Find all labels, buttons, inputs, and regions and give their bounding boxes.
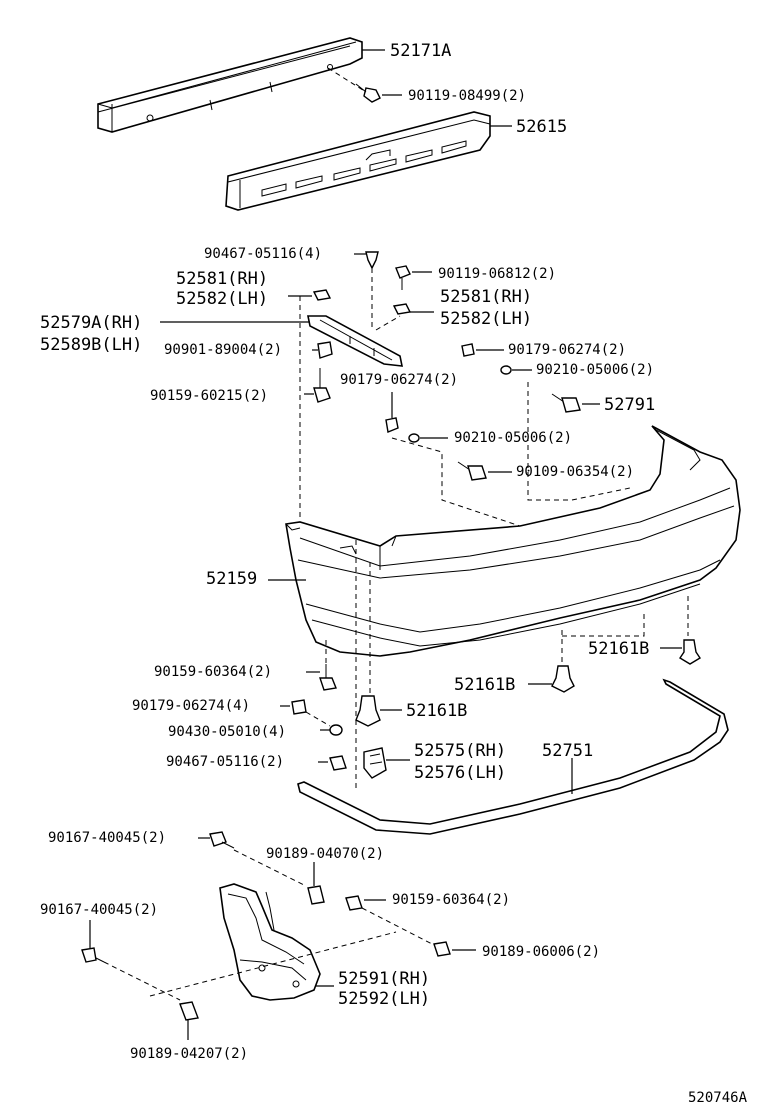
clip-90179-06274-b-icon[interactable] (385, 417, 399, 433)
label-90159-60364-b: 90159-60364(2) (392, 892, 510, 908)
label-90430-05010: 90430-05010(4) (168, 724, 286, 740)
guide-line-13 (233, 849, 307, 887)
label-52591-rh: 52591(RH) (338, 969, 430, 989)
part-52171A-reinforcement[interactable] (97, 37, 363, 133)
nut-90189-04207-icon[interactable] (179, 1001, 199, 1021)
label-90159-60364-a: 90159-60364(2) (154, 664, 272, 680)
label-52159: 52159 (206, 569, 257, 589)
label-52171A: 52171A (390, 41, 451, 61)
bolt-90159-60215-icon[interactable] (313, 368, 331, 403)
part-52615-energy-absorber[interactable] (225, 111, 491, 211)
label-52161B-b: 52161B (454, 675, 515, 695)
guide-line-11 (562, 610, 645, 637)
label-52575-rh: 52575(RH) (414, 741, 506, 761)
label-90901-89004: 90901-89004(2) (164, 342, 282, 358)
label-90179-06274-c: 90179-06274(4) (132, 698, 250, 714)
part-52591-mudguard[interactable] (219, 883, 321, 1001)
screw-90167-40045-a-icon[interactable] (209, 831, 235, 849)
label-52589B-lh: 52589B(LH) (40, 335, 142, 355)
guide-line-4 (391, 437, 521, 527)
clip-90467-05116-b-icon[interactable] (329, 755, 347, 771)
label-52751: 52751 (542, 741, 593, 761)
nut-52582-icon[interactable] (392, 303, 412, 315)
bolt-52791-icon[interactable] (551, 393, 581, 413)
screw-90167-40045-b-icon[interactable] (81, 947, 105, 963)
label-52581-rh-a: 52581(RH) (176, 269, 268, 289)
clip-90179-06274-c-icon[interactable] (291, 699, 307, 715)
bolt-90119-08499-icon[interactable] (327, 67, 381, 103)
clip-52161B-b-icon[interactable] (551, 665, 575, 693)
washer-90210-05006-b-icon[interactable] (408, 433, 420, 443)
label-52161B-a: 52161B (588, 639, 649, 659)
label-90210-05006-a: 90210-05006(2) (536, 362, 654, 378)
label-52582-lh-b: 52582(LH) (440, 309, 532, 329)
bolt-90119-06812-icon[interactable] (395, 265, 411, 290)
label-52579A-rh: 52579A(RH) (40, 313, 142, 333)
clip-52161B-c-icon[interactable] (355, 695, 381, 727)
bolt-90159-60364-b-icon[interactable] (345, 895, 363, 911)
label-52161B-c: 52161B (406, 701, 467, 721)
part-52575-bracket[interactable] (363, 747, 387, 779)
label-90467-05116-2: 90467-05116(2) (166, 754, 284, 770)
label-52581-rh-b: 52581(RH) (440, 287, 532, 307)
bolt-90159-60364-a-icon[interactable] (319, 664, 337, 691)
bolt-90109-06354-icon[interactable] (457, 461, 487, 481)
label-90210-05006-b: 90210-05006(2) (454, 430, 572, 446)
clip-52161B-a-icon[interactable] (679, 639, 701, 665)
nut-90189-06006-icon[interactable] (433, 941, 451, 957)
label-90189-06006: 90189-06006(2) (482, 944, 600, 960)
part-52579A-retainer[interactable] (307, 315, 403, 367)
clip-90467-05116-icon[interactable] (365, 251, 379, 270)
label-52592-lh: 52592(LH) (338, 989, 430, 1009)
clip-90179-06274-a-icon[interactable] (461, 343, 475, 357)
label-90109-06354: 90109-06354(2) (516, 464, 634, 480)
label-90167-40045-b: 90167-40045(2) (40, 902, 158, 918)
diagram-code: 520746A (688, 1090, 748, 1106)
label-52582-lh-a: 52582(LH) (176, 289, 268, 309)
guide-line-5 (527, 382, 631, 501)
label-90189-04070: 90189-04070(2) (266, 846, 384, 862)
nut-90189-04070-icon[interactable] (307, 885, 325, 905)
label-90159-60215: 90159-60215(2) (150, 388, 268, 404)
guide-line-2 (375, 315, 401, 331)
guide-line-14 (361, 907, 437, 947)
nut-52581-icon[interactable] (312, 289, 332, 301)
label-52791: 52791 (604, 395, 655, 415)
label-90167-40045-a: 90167-40045(2) (48, 830, 166, 846)
part-52159-bumper-cover[interactable] (285, 425, 741, 657)
clip-90901-89004-icon[interactable] (317, 341, 333, 359)
label-90179-06274-a: 90179-06274(2) (508, 342, 626, 358)
guide-line-15 (103, 961, 181, 1001)
label-90119-08499: 90119-08499(2) (408, 88, 526, 104)
washer-90430-05010-icon[interactable] (329, 724, 343, 736)
washer-90210-05006-a-icon[interactable] (500, 365, 512, 375)
label-90179-06274-b: 90179-06274(2) (340, 372, 458, 388)
label-52576-lh: 52576(LH) (414, 763, 506, 783)
label-90189-04207: 90189-04207(2) (130, 1046, 248, 1062)
label-90467-05116-4: 90467-05116(4) (204, 246, 322, 262)
label-90119-06812: 90119-06812(2) (438, 266, 556, 282)
label-52615: 52615 (516, 117, 567, 137)
part-52751-moulding[interactable] (297, 678, 729, 835)
guide-line-12 (305, 711, 331, 727)
